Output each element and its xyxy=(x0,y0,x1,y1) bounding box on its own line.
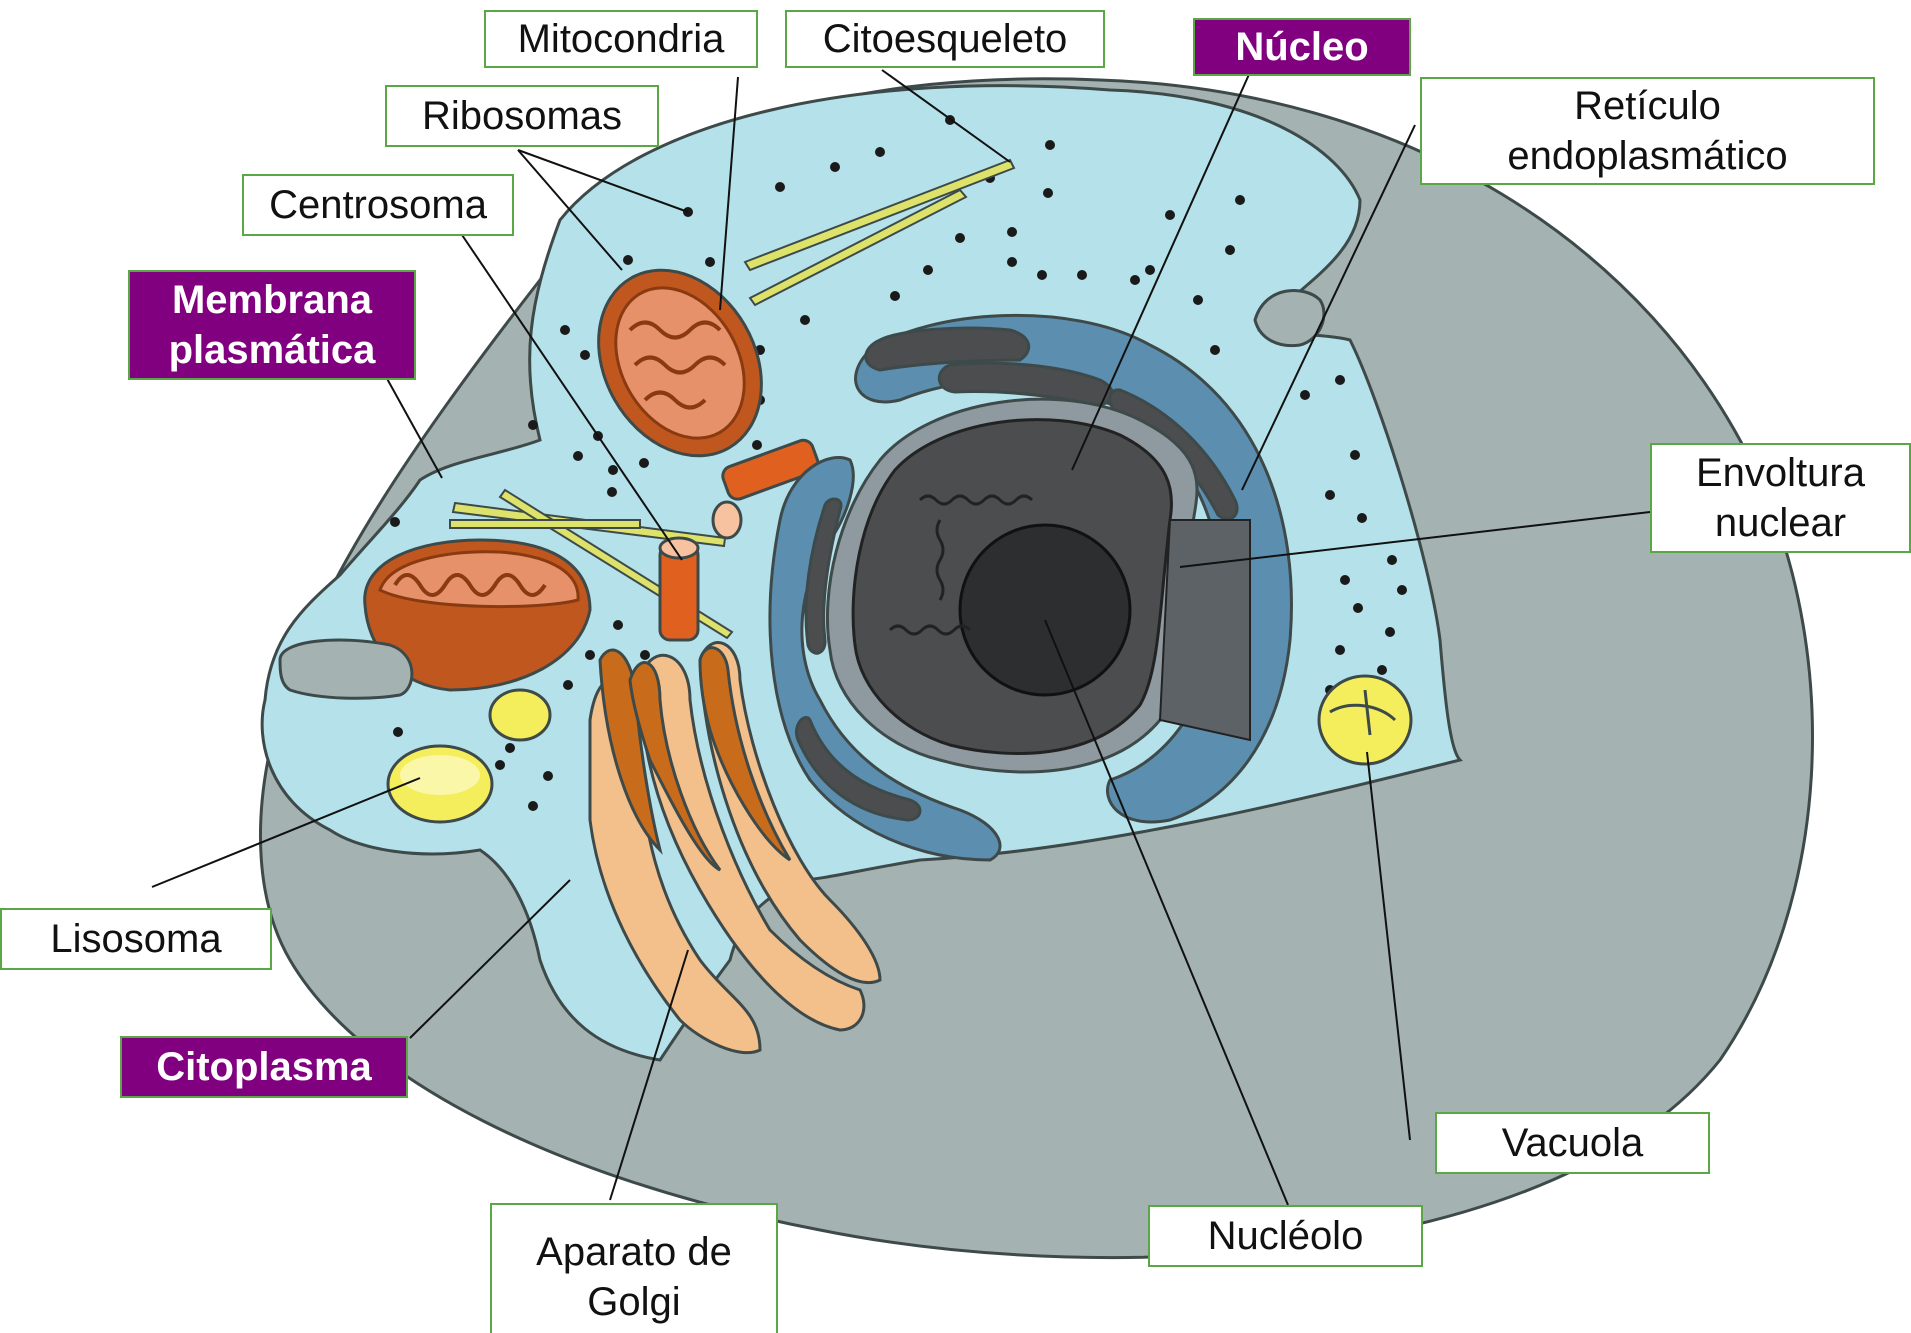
label-lisosoma: Lisosoma xyxy=(0,908,272,970)
label-centrosoma: Centrosoma xyxy=(242,174,514,236)
label-envoltura-nuclear: Envoltura nuclear xyxy=(1650,443,1911,553)
nucleus xyxy=(827,399,1250,772)
label-mitocondria: Mitocondria xyxy=(484,10,758,68)
label-membrana-plasmatica: Membrana plasmática xyxy=(128,270,416,380)
vacuole-shape xyxy=(1319,676,1411,764)
label-vacuola: Vacuola xyxy=(1435,1112,1710,1174)
label-ribosomas: Ribosomas xyxy=(385,85,659,147)
label-aparato-de-golgi: Aparato de Golgi xyxy=(490,1203,778,1333)
label-citoplasma: Citoplasma xyxy=(120,1036,408,1098)
label-nucleo: Núcleo xyxy=(1193,18,1411,76)
label-reticulo: Retículo endoplasmático xyxy=(1420,77,1875,185)
vesicle-left xyxy=(280,640,412,698)
label-citoesqueleto: Citoesqueleto xyxy=(785,10,1105,68)
label-nucleolo: Nucléolo xyxy=(1148,1205,1423,1267)
